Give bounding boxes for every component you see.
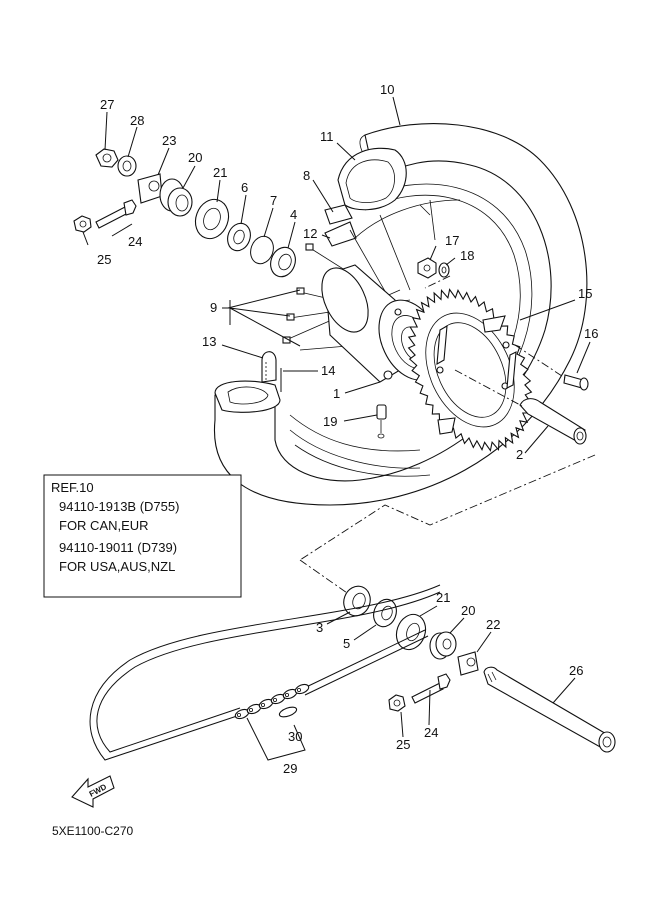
wheel-axle — [483, 666, 616, 753]
callout-2: 2 — [516, 447, 523, 462]
callout-labels: 27 28 23 20 21 6 7 4 24 25 10 11 8 12 17… — [97, 82, 598, 776]
callout-9: 9 — [210, 300, 217, 315]
callout-16: 16 — [584, 326, 598, 341]
bearing-4 — [270, 246, 296, 278]
sprocket-teeth — [407, 288, 533, 452]
callout-8: 8 — [303, 168, 310, 183]
callout-27: 27 — [100, 97, 114, 112]
chain-puller-left — [137, 173, 163, 204]
axle-washer — [117, 155, 137, 177]
callout-25: 25 — [97, 252, 111, 267]
callout-24-lower: 24 — [424, 725, 438, 740]
sprocket-bolt — [514, 344, 589, 391]
oil-seal-5 — [373, 598, 397, 628]
ref-line-4: FOR USA,AUS,NZL — [59, 559, 175, 574]
callout-26: 26 — [569, 663, 583, 678]
collar-left — [159, 178, 193, 217]
chain-pin — [296, 688, 301, 693]
callout-23: 23 — [162, 133, 176, 148]
oil-seal-left — [194, 198, 230, 240]
callout-19: 19 — [323, 414, 337, 429]
callout-21: 21 — [213, 165, 227, 180]
callout-4: 4 — [290, 207, 297, 222]
oil-seal-lower — [395, 613, 427, 651]
callout-24: 24 — [128, 234, 142, 249]
callout-6: 6 — [241, 180, 248, 195]
collar-lower — [429, 631, 457, 660]
drawing-code: 5XE1100-C270 — [52, 824, 133, 838]
callout-17: 17 — [445, 233, 459, 248]
callout-21-lower: 21 — [436, 590, 450, 605]
ref-heading: REF.10 — [51, 480, 94, 495]
callout-5: 5 — [343, 636, 350, 651]
nut — [417, 257, 437, 279]
callout-3: 3 — [316, 620, 323, 635]
rim — [324, 199, 461, 247]
tire-cutaway — [214, 380, 281, 413]
ref-line-3: 94110-19011 (D739) — [59, 540, 177, 555]
callout-12: 12 — [303, 226, 317, 241]
rim-band — [324, 204, 353, 225]
callout-28: 28 — [130, 113, 144, 128]
callout-20-lower: 20 — [461, 603, 475, 618]
bearing-3 — [343, 585, 371, 617]
tire-lock — [261, 351, 282, 392]
leader-lines — [82, 96, 591, 761]
adjusting-nut-left — [73, 215, 92, 233]
callout-15: 15 — [578, 286, 592, 301]
callout-22: 22 — [486, 617, 500, 632]
ref-line-2: FOR CAN,EUR — [59, 518, 149, 533]
fwd-arrow: FWD — [71, 775, 115, 808]
adjusting-bolt-left — [95, 199, 137, 229]
chain-pin — [272, 698, 277, 703]
washer — [438, 262, 450, 278]
callout-30: 30 — [288, 729, 302, 744]
chain-puller-right — [457, 651, 479, 676]
drive-chain — [89, 584, 441, 761]
chain-pin — [248, 708, 253, 713]
callout-13: 13 — [202, 334, 216, 349]
callout-20: 20 — [188, 150, 202, 165]
circlip — [250, 235, 274, 265]
callout-25-lower: 25 — [396, 737, 410, 752]
tube — [337, 147, 407, 211]
callout-18: 18 — [460, 248, 474, 263]
adjusting-nut-right — [388, 694, 406, 712]
ref-box: REF.10 94110-1913B (D755) FOR CAN,EUR 94… — [43, 474, 242, 598]
axle-nut — [95, 148, 119, 168]
callout-1: 1 — [333, 386, 340, 401]
valve-cap — [376, 404, 387, 439]
callout-7: 7 — [270, 193, 277, 208]
adjusting-bolt-right — [411, 673, 451, 704]
spacer — [454, 369, 587, 445]
chain-pin — [284, 693, 289, 698]
chain-pin — [236, 713, 241, 718]
callout-29: 29 — [283, 761, 297, 776]
bearing-6 — [227, 222, 251, 252]
callout-14: 14 — [321, 363, 335, 378]
callout-11: 11 — [320, 129, 334, 144]
ref-line-1: 94110-1913B (D755) — [59, 499, 179, 514]
chain-pin — [260, 703, 265, 708]
callout-10: 10 — [380, 82, 394, 97]
sprocket — [407, 288, 533, 452]
